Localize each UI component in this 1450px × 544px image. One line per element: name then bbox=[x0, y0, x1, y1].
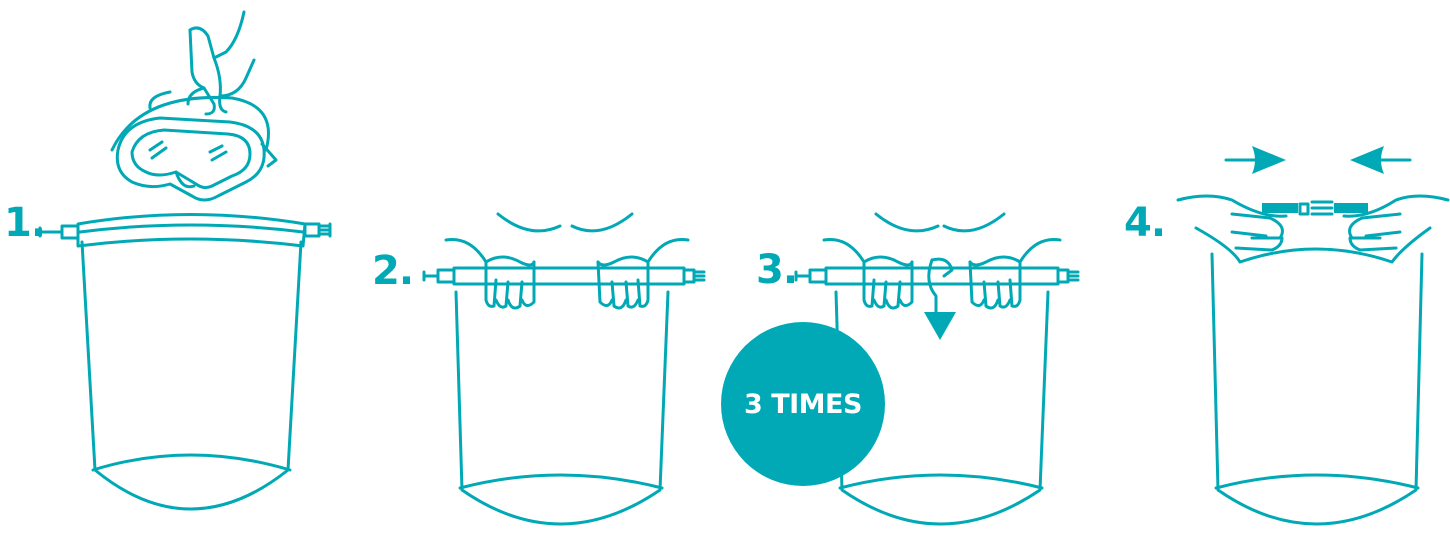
bag-bottom bbox=[460, 475, 662, 488]
bag-rolled-top bbox=[78, 215, 305, 247]
bag-body bbox=[1212, 254, 1422, 524]
bag-body bbox=[82, 242, 301, 509]
arrow-left-icon bbox=[1350, 146, 1410, 174]
hand-left-icon bbox=[446, 214, 560, 308]
step-2-number: 2. bbox=[372, 251, 413, 291]
step-1-illustration bbox=[40, 215, 330, 510]
buckle-right-icon bbox=[305, 224, 330, 236]
step-2-illustration bbox=[424, 268, 704, 524]
buckle-right-icon bbox=[684, 270, 704, 282]
bag-body bbox=[456, 292, 668, 524]
step-1-number: 1. bbox=[4, 203, 45, 243]
repeat-badge-text: 3 TIMES bbox=[744, 389, 862, 420]
buckle-clip-icon bbox=[1300, 202, 1332, 214]
hand-left-icon bbox=[1232, 214, 1282, 250]
step-3-number: 3. bbox=[756, 250, 797, 290]
buckle-left-icon bbox=[796, 270, 826, 282]
diving-mask-icon bbox=[112, 92, 276, 200]
arrow-head-icon bbox=[924, 312, 956, 340]
hand-right-icon bbox=[944, 214, 1060, 308]
buckle-left-icon bbox=[40, 226, 78, 238]
step-4-number: 4. bbox=[1124, 203, 1165, 243]
bag-bottom bbox=[1216, 475, 1418, 488]
hand-left-icon bbox=[824, 214, 938, 308]
bag-bottom bbox=[93, 455, 290, 470]
arrow-right-icon bbox=[1226, 146, 1286, 174]
bag-rolled-top bbox=[826, 268, 1058, 284]
repeat-badge: 3 TIMES bbox=[721, 322, 885, 486]
hand-right-icon bbox=[1350, 214, 1400, 250]
hand-right-icon bbox=[572, 214, 688, 308]
bag-bottom bbox=[840, 475, 1042, 488]
buckle-left-icon bbox=[424, 270, 454, 282]
buckle-right-icon bbox=[1058, 270, 1078, 282]
step-4-illustration bbox=[1178, 196, 1448, 524]
